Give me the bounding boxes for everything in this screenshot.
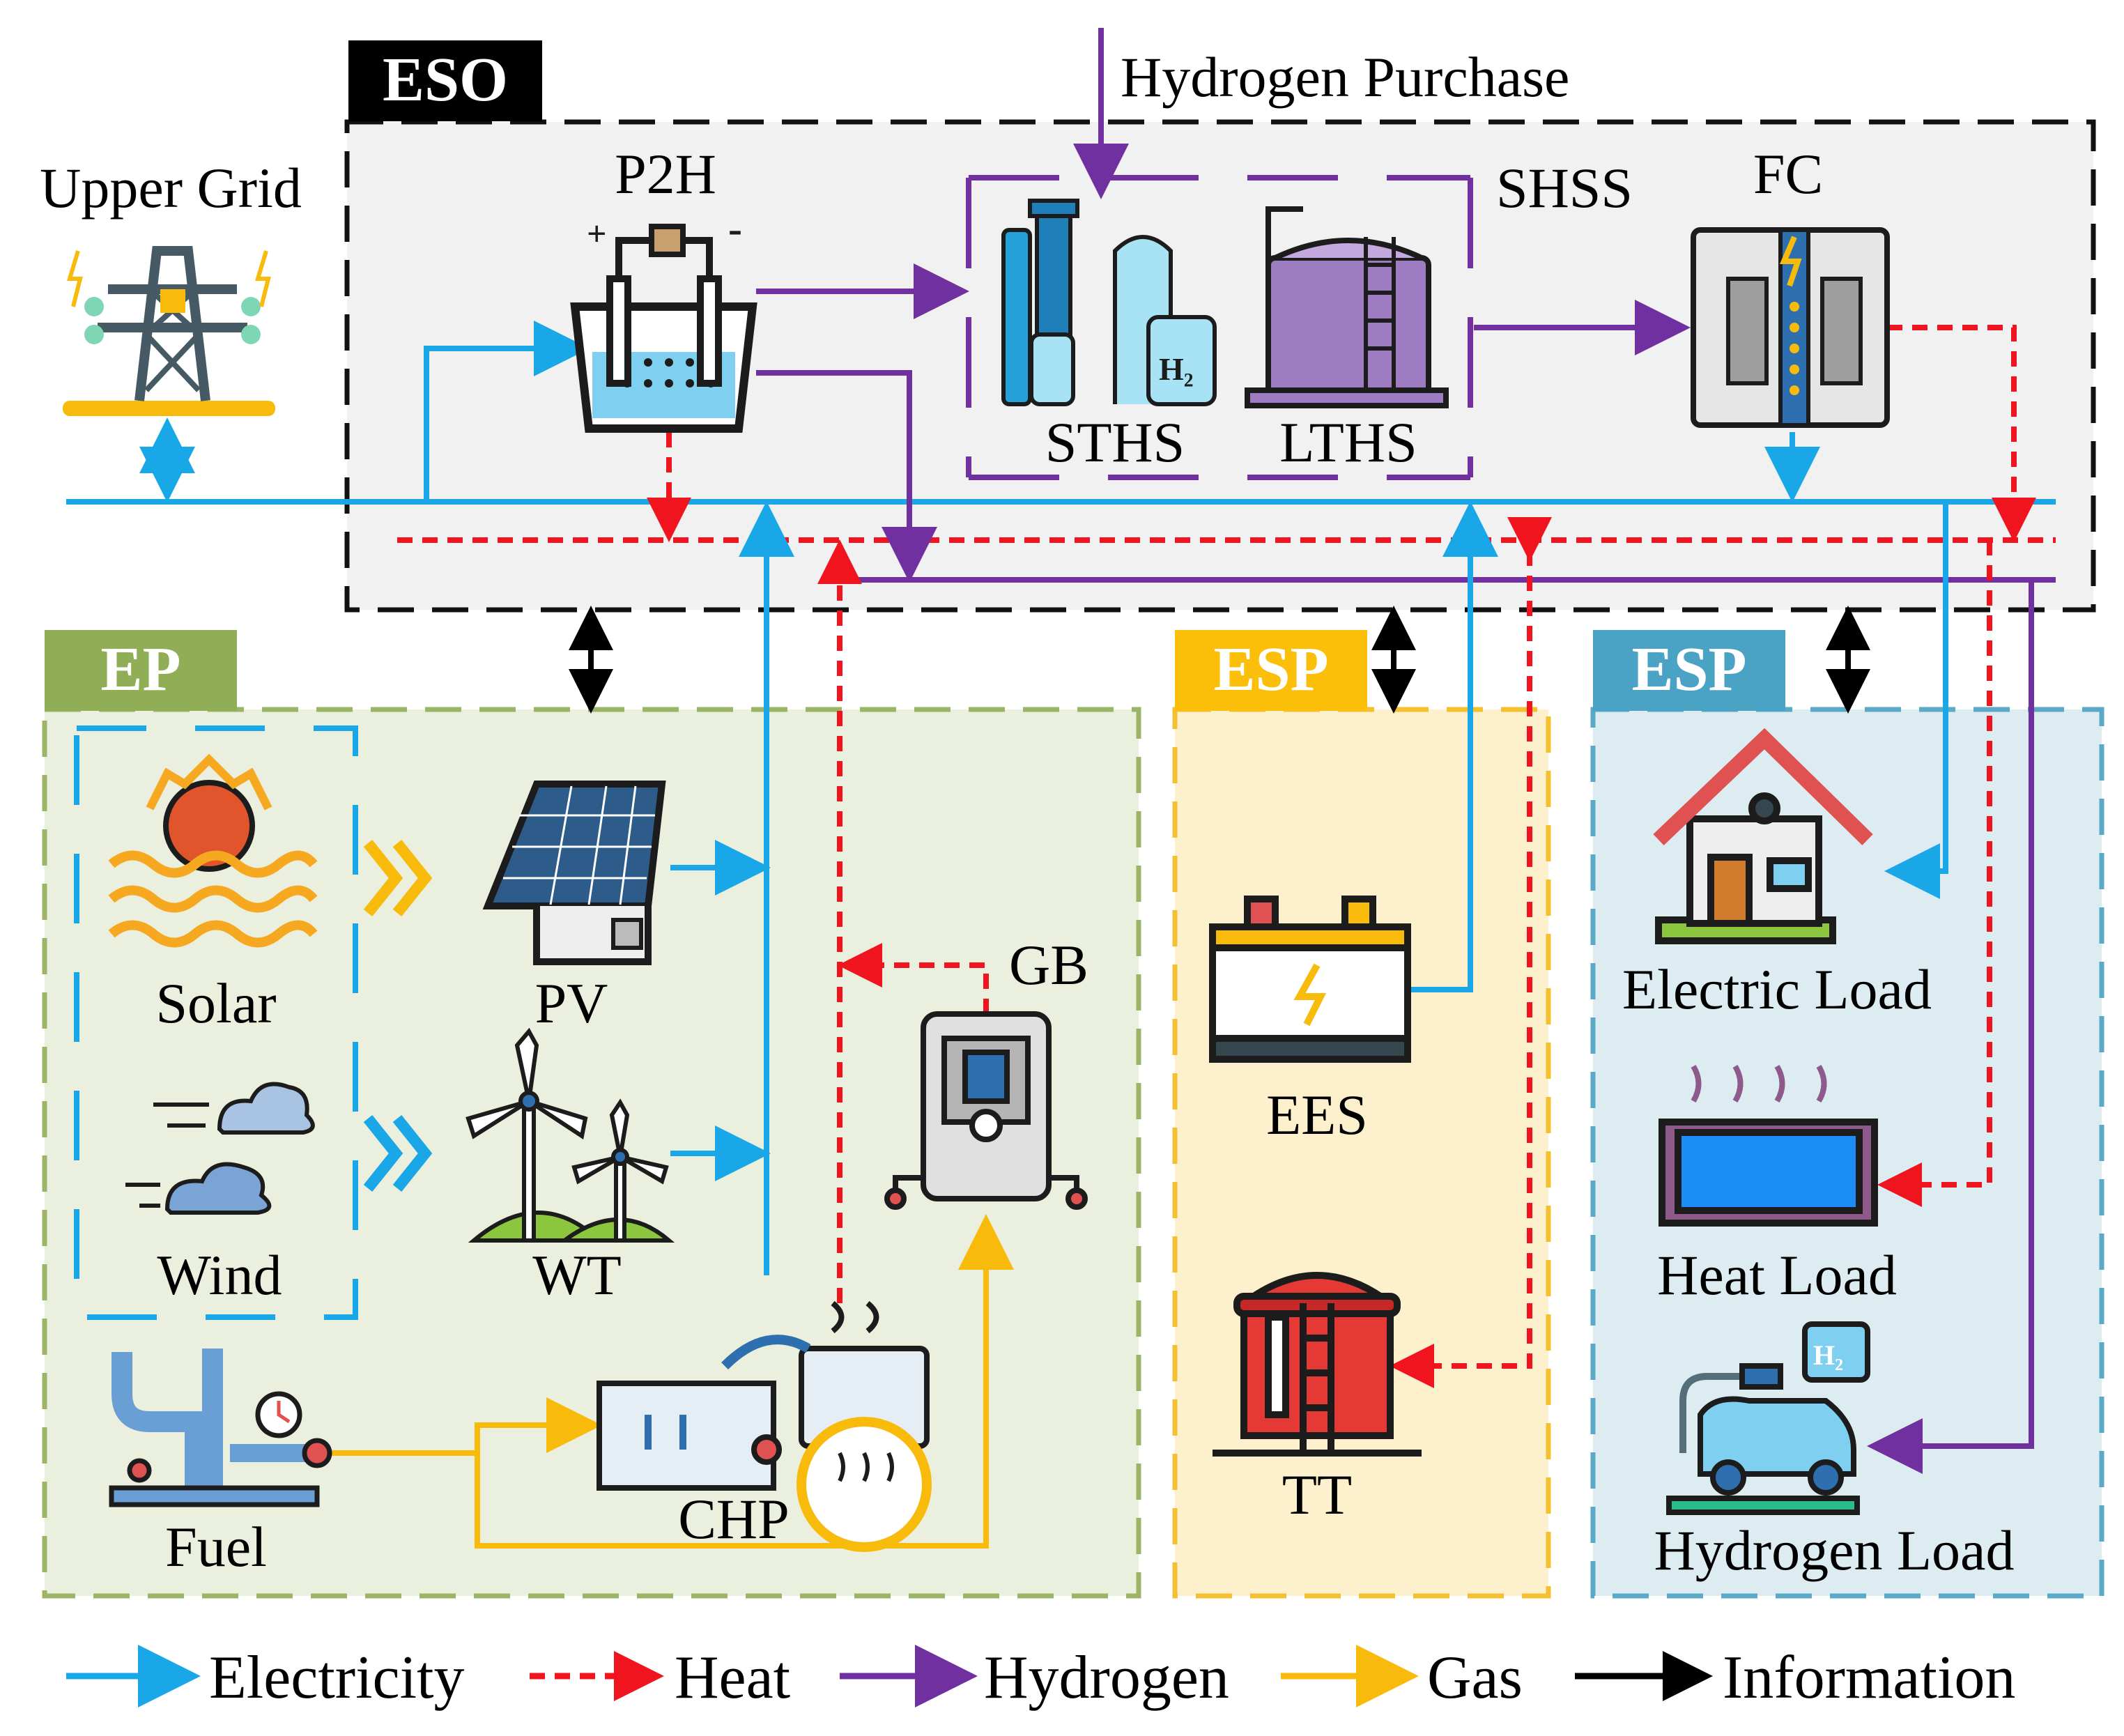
tt-label: TT [1282, 1463, 1352, 1526]
solar-label: Solar [155, 971, 276, 1035]
house-icon [1653, 728, 1873, 944]
gb-to-heat-flow [838, 943, 989, 1014]
svg-text:Heat: Heat [675, 1644, 790, 1712]
battery-icon [1209, 896, 1411, 1063]
electric-load-label: Electric Load [1622, 958, 1932, 1021]
esp-storage-region: ESP [1172, 630, 1551, 1599]
p2h-to-hydrogen-bus-flow [756, 370, 937, 583]
renewables-bracket [74, 725, 358, 1320]
p2h-label: P2H [615, 142, 716, 206]
svg-text:+: + [587, 214, 607, 253]
electrolyzer-icon: + - [570, 206, 757, 433]
heat-bus-to-heat-load-flow [1877, 540, 1992, 1207]
svg-text:Information: Information [1723, 1644, 2015, 1712]
svg-text:-: - [728, 206, 742, 252]
hydrogen-tank-icon: H₂ [1001, 199, 1217, 406]
hydrogen-bus-to-hydrogen-load-flow [1867, 577, 2056, 1474]
heat-load-label: Heat Load [1657, 1243, 1897, 1307]
ep-tag [45, 630, 237, 711]
pv-label: PV [535, 971, 608, 1035]
svg-text:H₂: H₂ [1159, 351, 1194, 387]
gas-pipeline-icon [109, 1349, 332, 1507]
esp-load-tag [1593, 630, 1785, 711]
esp-storage-tag [1175, 630, 1367, 711]
bus-to-electric-load-flow [1884, 502, 1948, 899]
ees-label: EES [1266, 1083, 1368, 1146]
transmission-tower-icon [63, 246, 275, 416]
legend: Electricity Heat Hydrogen Gas Informatio… [66, 1644, 2015, 1712]
legend-item-electricity: Electricity [66, 1644, 464, 1712]
eso-tag [348, 40, 542, 121]
fuel-label: Fuel [165, 1515, 267, 1578]
legend-item-hydrogen: Hydrogen [840, 1644, 1229, 1712]
hydrogen-load-label: Hydrogen Load [1654, 1519, 2015, 1582]
chp-label: CHP [678, 1487, 790, 1551]
fuel-to-gb-flow [475, 1214, 1014, 1549]
ep-tag-label: EP [100, 635, 180, 704]
svg-text:H₂: H₂ [1813, 1339, 1843, 1371]
gas-boiler-icon [884, 1011, 1088, 1210]
wind-cloud-icon [125, 1082, 315, 1215]
heat-bus-to-tt-flow [1390, 517, 1552, 1388]
fuel-to-chp-flow [317, 1397, 602, 1456]
solar-panel-icon [482, 781, 666, 965]
esp-storage-tag-label: ESP [1213, 635, 1328, 704]
hydrogen-car-icon: H₂ [1666, 1321, 1870, 1515]
wind-turbine-icon [465, 1027, 675, 1243]
wt-label: WT [532, 1243, 621, 1307]
lths-label: LTHS [1279, 410, 1417, 474]
solar-chevron-icon [363, 840, 433, 916]
svg-text:Hydrogen: Hydrogen [984, 1644, 1229, 1712]
heated-pool-icon [1659, 1064, 1878, 1227]
hydrogen-purchase-label: Hydrogen Purchase [1121, 45, 1569, 109]
thermal-tank-icon [1213, 1272, 1422, 1457]
shss-label: SHSS [1496, 156, 1633, 220]
fc-label: FC [1753, 142, 1823, 206]
sths-label: STHS [1045, 410, 1185, 474]
fuel-cell-icon [1691, 227, 1890, 428]
eso-tag-label: ESO [383, 45, 508, 114]
wind-label: Wind [157, 1243, 282, 1307]
gb-label: GB [1009, 933, 1088, 997]
svg-text:Gas: Gas [1427, 1644, 1523, 1712]
chp-unit-icon [597, 1300, 932, 1552]
upper-grid-label: Upper Grid [40, 156, 302, 220]
wind-chevron-icon [363, 1115, 433, 1192]
fc-to-heat-bus-flow [1887, 325, 2036, 542]
bus-to-p2h-flow [424, 321, 590, 502]
svg-text:Electricity: Electricity [209, 1644, 464, 1712]
esp-load-tag-label: ESP [1631, 635, 1746, 704]
shss-bracket [966, 175, 1473, 480]
sun-icon [108, 753, 318, 948]
legend-item-heat: Heat [530, 1644, 790, 1712]
hydrogen-storage-tank-icon [1245, 206, 1449, 408]
legend-item-gas: Gas [1281, 1644, 1523, 1712]
legend-item-information: Information [1575, 1644, 2015, 1712]
